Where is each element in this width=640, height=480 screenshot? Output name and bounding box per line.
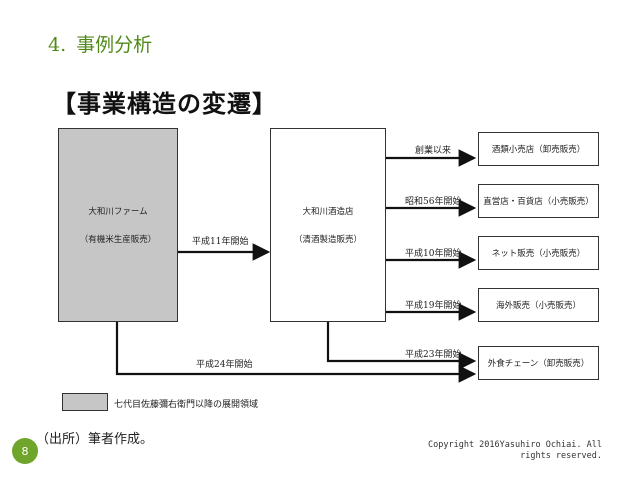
- heading-title: 事例分析: [76, 34, 153, 56]
- legend-swatch: [62, 393, 108, 411]
- node-brewery-name: 大和川酒造店: [302, 207, 354, 217]
- slide-heading: 4. 事例分析: [48, 30, 152, 57]
- arrow-farm-to-restaurant: [115, 322, 477, 383]
- node-restaurant-chain: 外食チェーン（卸売販売）: [478, 346, 599, 380]
- label-brewery-to-restaurant: 平成23年開始: [405, 350, 462, 360]
- arrow-brewery-to-restaurant: [326, 321, 477, 370]
- node-liquor-retail: 酒類小売店（卸売販売）: [478, 132, 599, 166]
- node-brewery: 大和川酒造店 （清酒製造販売）: [270, 128, 386, 322]
- label-to-direct-store: 昭和56年開始: [405, 197, 462, 207]
- node-farm: 大和川ファーム （有機米生産販売）: [58, 128, 178, 322]
- label-to-liquor-retail: 創業以来: [415, 146, 452, 156]
- label-to-overseas: 平成19年開始: [405, 301, 462, 311]
- copyright-line1: Copyright 2016Yasuhiro Ochiai. All: [428, 440, 602, 450]
- label-to-net-sales: 平成10年開始: [405, 249, 462, 259]
- page-number-badge: 8: [12, 438, 38, 464]
- heading-number: 4.: [48, 34, 67, 56]
- node-brewery-desc: （清酒製造販売）: [293, 235, 362, 245]
- node-farm-desc: （有機米生産販売）: [79, 235, 157, 245]
- section-title: 【事業構造の変遷】: [52, 90, 277, 118]
- legend-label: 七代目佐藤彌右衛門以降の展開領域: [114, 400, 259, 410]
- label-farm-to-brewery: 平成11年開始: [192, 237, 249, 247]
- copyright: Copyright 2016Yasuhiro Ochiai. All right…: [428, 440, 602, 462]
- node-direct-store: 直営店・百貨店（小売販売）: [478, 184, 599, 218]
- label-farm-to-restaurant: 平成24年開始: [196, 360, 253, 370]
- node-overseas: 海外販売（小売販売）: [478, 288, 599, 322]
- copyright-line2: rights reserved.: [520, 451, 602, 461]
- node-net-sales: ネット販売（小売販売）: [478, 236, 599, 270]
- source-note: （出所）筆者作成。: [36, 432, 154, 447]
- node-farm-name: 大和川ファーム: [88, 207, 148, 217]
